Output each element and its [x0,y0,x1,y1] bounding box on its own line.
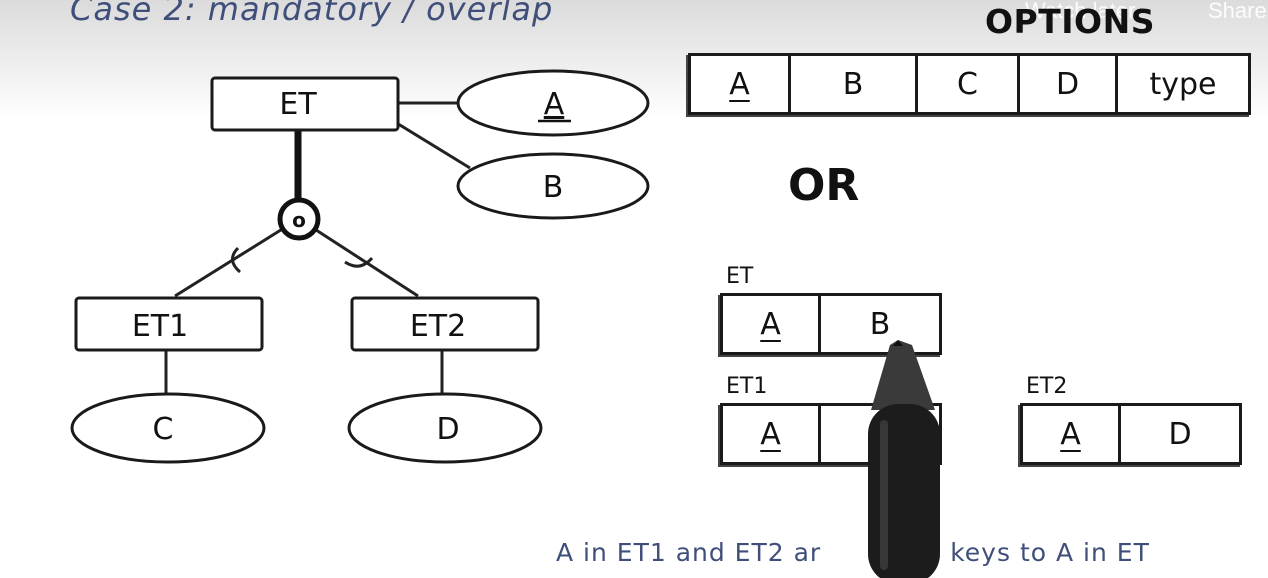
entity-et2-label: ET2 [410,309,466,344]
attribute-c-ellipse [70,392,266,464]
option2-et2-table: A D [1020,403,1242,465]
attribute-d-label: D [436,412,459,447]
entity-et1-label: ET1 [132,309,188,344]
attribute-a-ellipse [456,69,650,137]
option2-et-col-b: B [818,296,939,352]
option1-col-a: A [729,66,750,102]
attribute-d-ellipse [347,392,543,464]
pen-tip [871,340,935,410]
attribute-b-ellipse [456,152,650,220]
option1-col-c: C [915,56,1017,112]
entity-et1-box [74,296,264,352]
subset-mark-et2 [344,256,374,268]
option1-col-type: type [1115,56,1248,112]
link-to-et1 [174,226,285,298]
option2-et1-col-a: A [760,416,781,452]
attribute-b-label: B [543,170,564,205]
pen-body [868,404,940,578]
option2-et2-name: ET2 [1026,374,1068,399]
pen-nib [893,340,903,346]
entity-et2-box [350,296,540,352]
footer-note-part1: A in ET1 and ET2 ar [556,538,822,567]
option2-et-table: A B [720,293,942,355]
subset-mark-et1 [231,246,242,274]
or-label: OR [788,160,860,211]
entity-et-label: ET [279,87,317,122]
slide-title: Case 2: mandatory / overlap [70,0,554,28]
option2-et-name: ET [726,264,754,289]
pen-highlight [880,420,888,570]
overlap-constraint-circle [277,197,321,241]
option1-col-b: B [788,56,915,112]
attribute-a-label: A [544,87,565,122]
option2-et2-col-a: A [1060,416,1081,452]
entity-et-box [210,76,400,132]
link-et-b [394,120,471,170]
option2-et-col-a: A [760,306,781,342]
attribute-c-label: C [153,412,174,447]
overlap-constraint-symbol: o [292,208,306,232]
share-button[interactable]: Share [1208,0,1267,23]
option2-et2-col-d: D [1118,406,1239,462]
options-heading: OPTIONS [985,2,1155,41]
option2-et1-name: ET1 [726,374,768,399]
option1-col-d: D [1017,56,1115,112]
option1-table: A B C D type [688,53,1251,115]
watch-later-button[interactable]: Watch later [1025,0,1136,23]
